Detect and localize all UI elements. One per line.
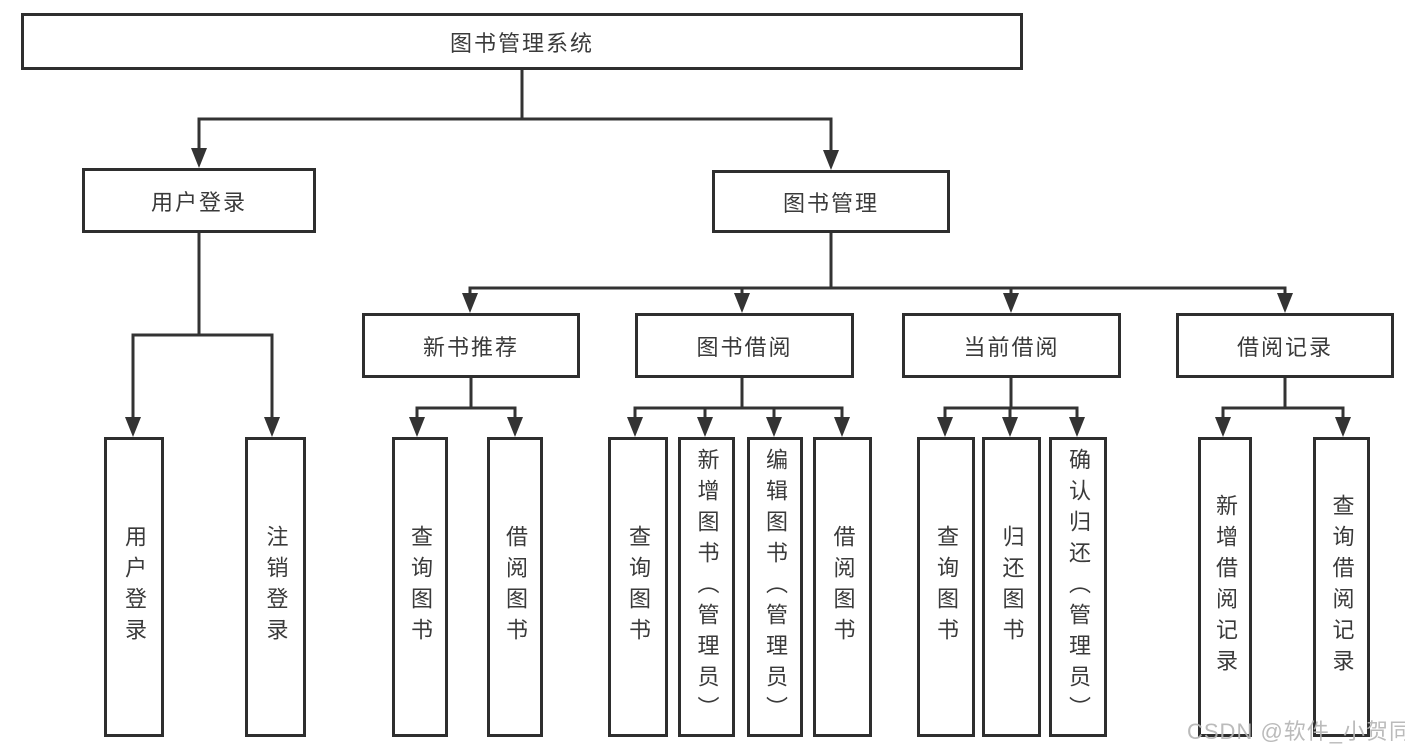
node-book-borrow: 图书借阅 <box>635 313 854 378</box>
leaf-edit-book-admin: 编辑图书（管理员） <box>747 437 803 737</box>
arrowhead-icon <box>1003 293 1019 313</box>
leaf-query-borrow-record-label: 查询借阅记录 <box>1329 494 1355 680</box>
leaf-query-borrow-record: 查询借阅记录 <box>1313 437 1370 737</box>
arrowhead-icon <box>937 417 953 437</box>
node-new-book-recommend-label: 新书推荐 <box>422 334 519 360</box>
csdn-watermark: CSDN @软件_小贺同学 <box>1187 719 1405 744</box>
arrowhead-group <box>125 148 1351 437</box>
node-current-borrow: 当前借阅 <box>902 313 1121 378</box>
node-root: 图书管理系统 <box>21 13 1023 70</box>
node-new-book-recommend: 新书推荐 <box>362 313 580 378</box>
leaf-rec-borrow-book-label: 借阅图书 <box>503 525 528 649</box>
leaf-add-book-admin-label: 新增图书（管理员） <box>694 447 720 727</box>
leaf-cur-query-book-label: 查询图书 <box>934 525 959 649</box>
leaf-cur-query-book: 查询图书 <box>917 437 975 737</box>
arrowhead-icon <box>697 417 713 437</box>
leaf-user-login: 用户登录 <box>104 437 164 737</box>
node-borrow-records-label: 借阅记录 <box>1236 334 1333 360</box>
leaf-return-book: 归还图书 <box>982 437 1041 737</box>
leaf-user-login-label: 用户登录 <box>122 525 147 649</box>
leaf-add-book-admin: 新增图书（管理员） <box>678 437 735 737</box>
node-borrow-records: 借阅记录 <box>1176 313 1394 378</box>
arrowhead-icon <box>834 417 850 437</box>
leaf-rec-query-book: 查询图书 <box>392 437 448 737</box>
leaf-logout: 注销登录 <box>245 437 306 737</box>
leaf-edit-book-admin-label: 编辑图书（管理员） <box>763 447 788 727</box>
leaf-rec-borrow-book: 借阅图书 <box>487 437 543 737</box>
node-user-login-label: 用户登录 <box>150 189 247 215</box>
arrowhead-icon <box>191 148 207 168</box>
node-book-manage: 图书管理 <box>712 170 950 233</box>
leaf-logout-label: 注销登录 <box>263 525 289 649</box>
arrowhead-icon <box>264 417 280 437</box>
arrowhead-icon <box>462 293 478 313</box>
leaf-add-borrow-record: 新增借阅记录 <box>1198 437 1252 737</box>
connector-lines <box>131 68 1345 423</box>
leaf-borrow-book-label: 借阅图书 <box>830 525 856 649</box>
arrowhead-icon <box>1002 417 1018 437</box>
leaf-add-borrow-record-label: 新增借阅记录 <box>1213 494 1238 680</box>
node-user-login: 用户登录 <box>82 168 316 233</box>
arrowhead-icon <box>734 293 750 313</box>
arrowhead-icon <box>125 417 141 437</box>
leaf-borrow-query-book-label: 查询图书 <box>626 525 651 649</box>
node-root-label: 图书管理系统 <box>449 30 594 56</box>
node-current-borrow-label: 当前借阅 <box>963 334 1060 360</box>
leaf-return-book-label: 归还图书 <box>999 525 1025 649</box>
arrowhead-icon <box>409 417 425 437</box>
leaf-borrow-book: 借阅图书 <box>813 437 872 737</box>
leaf-borrow-query-book: 查询图书 <box>608 437 668 737</box>
arrowhead-icon <box>1215 417 1231 437</box>
node-book-borrow-label: 图书借阅 <box>696 334 793 360</box>
arrowhead-icon <box>1069 417 1085 437</box>
leaf-confirm-return-admin-label: 确认归还（管理员） <box>1066 447 1091 727</box>
arrowhead-icon <box>507 417 523 437</box>
leaf-rec-query-book-label: 查询图书 <box>408 525 433 649</box>
leaf-confirm-return-admin: 确认归还（管理员） <box>1049 437 1107 737</box>
arrowhead-icon <box>1335 417 1351 437</box>
arrowhead-icon <box>766 417 782 437</box>
arrowhead-icon <box>627 417 643 437</box>
node-book-manage-label: 图书管理 <box>782 190 879 216</box>
arrowhead-icon <box>823 150 839 170</box>
arrowhead-icon <box>1277 293 1293 313</box>
